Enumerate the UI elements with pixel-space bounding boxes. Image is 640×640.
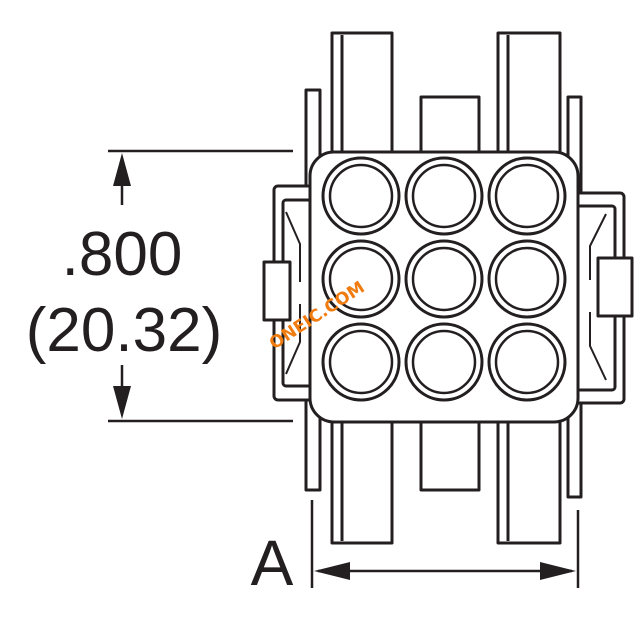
cavity-grid (321, 156, 567, 402)
left-latch-spring (285, 211, 301, 375)
bottom-terminals (330, 418, 562, 545)
width-label: A (251, 527, 294, 599)
height-value-mm: (20.32) (26, 296, 222, 365)
cavity-bore-3-1 (328, 329, 394, 395)
width-dimension (310, 500, 580, 588)
cavity-bore-3-3 (494, 329, 560, 395)
top-terminals (330, 31, 562, 160)
right-latch-spring (589, 213, 607, 381)
cavity-bore-2-3 (494, 246, 560, 312)
height-dimension (108, 149, 293, 423)
cavity-bore-2-2 (411, 246, 477, 312)
left-latch-tab (262, 260, 292, 322)
cavity-bore-3-2 (411, 329, 477, 395)
cavity-bore-1-1 (328, 163, 394, 229)
right-latch-tab (596, 256, 634, 318)
cavity-bore-2-1 (328, 246, 394, 312)
cavity-bore-1-2 (411, 163, 477, 229)
cavity-bore-1-3 (494, 163, 560, 229)
bottom-terminal-center (419, 418, 481, 492)
width-arrow-right (540, 562, 576, 580)
height-arrow-down (113, 386, 131, 419)
connector-outline (262, 31, 634, 545)
right-latch (566, 191, 634, 405)
width-arrow-left (314, 562, 350, 580)
left-latch (262, 184, 320, 402)
top-terminal-center (419, 95, 481, 160)
height-value-inches: .800 (62, 220, 183, 289)
height-arrow-up (113, 153, 131, 186)
